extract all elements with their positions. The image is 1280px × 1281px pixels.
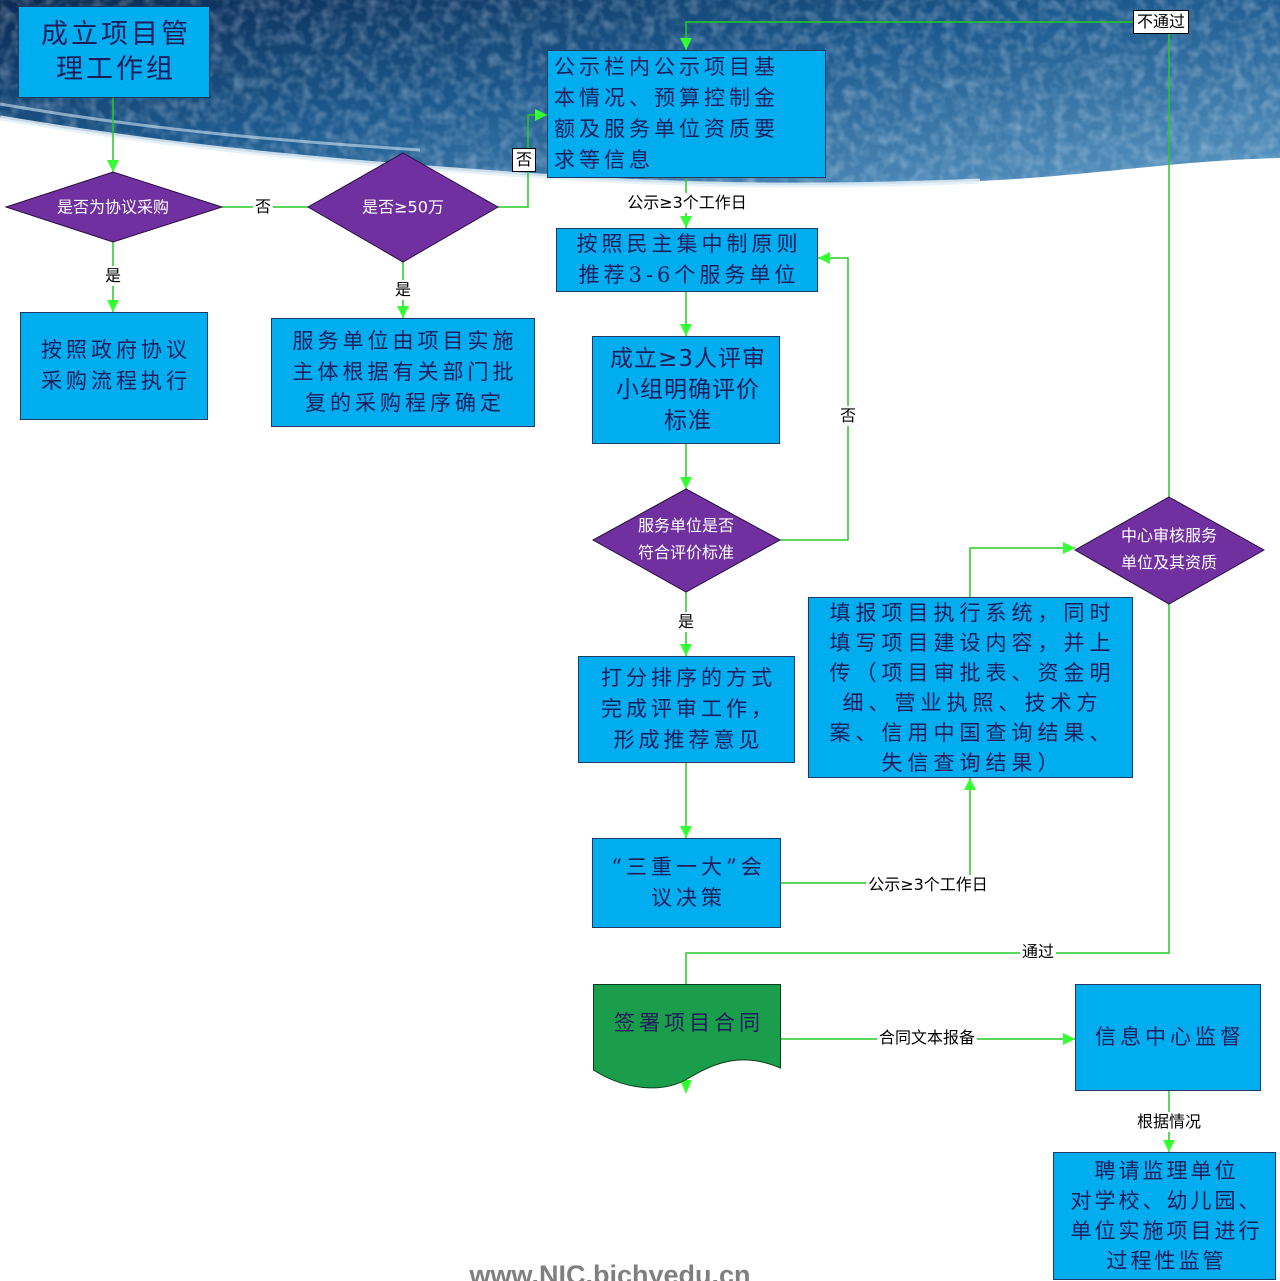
node-line: 案、信用中国查询结果、 [829,720,1116,745]
process-entity-procurement: 服务单位由项目实施 主体根据有关部门批 复的采购程序确定 [271,318,535,427]
node-line: 聘请监理单位 [1094,1159,1239,1183]
edge-label-notice-period: 公示≥3个工作日 [625,193,749,213]
node-line: 服务单位由项目实施 [292,329,518,353]
watermark-text: www.NIC.bjchyedu.cn [469,1260,751,1281]
node-line: 细、营业执照、技术方 [842,690,1103,715]
process-scoring-review: 打分排序的方式 完成评审工作， 形成推荐意见 [578,656,795,763]
node-line: 是否≥50万 [362,197,444,217]
edge-label-agreement-yes: 是 [102,266,124,286]
decision-meets-criteria [591,488,782,593]
edge-label-criteria-yes: 是 [675,612,697,632]
node-line: 传（项目审批表、资金明 [829,660,1116,685]
node-line: 议决策 [651,886,726,910]
contract-bottom-arrowhead [680,1080,692,1094]
decision-label-meets-criteria: 服务单位是否 符合评价标准 [638,512,734,566]
node-line: 信息中心监督 [1095,1025,1245,1049]
edge-label-rejected: 不通过 [1132,10,1190,34]
node-line: 小组明确评价 [616,376,760,403]
node-line: 是否为协议采购 [56,197,170,217]
node-line: 单位实施项目进行 [1070,1219,1263,1243]
edge-label-agreement-no: 否 [252,197,274,217]
node-line: 填写项目建设内容，并上 [829,630,1116,655]
edge-label-contract-filing: 合同文本报备 [876,1028,978,1048]
edge-review-rejected-to-notice [680,21,1170,497]
decision-label-center-review: 中心审核服务 单位及其资质 [1121,522,1217,576]
node-line: 本情况、预算控制金 [554,86,779,110]
process-agreement-procurement: 按照政府协议 采购流程执行 [20,312,208,420]
decision-is-agreement [4,171,224,243]
edge-label-over-50w-yes: 是 [392,280,414,300]
node-line: 理工作组 [56,54,176,85]
process-review-panel: 成立≥3人评审 小组明确评价 标准 [592,336,780,444]
node-line: 对学校、幼儿园、 [1070,1189,1263,1213]
node-line: 主体根据有关部门批 [292,360,518,384]
node-line: 求等信息 [554,148,654,172]
edge-label-over-50w-no: 否 [511,148,537,172]
process-hire-supervisor: 聘请监理单位 对学校、幼儿园、 单位实施项目进行 过程性监管 [1053,1152,1276,1280]
process-public-notice: 公示栏内公示项目基 本情况、预算控制金 额及服务单位资质要 求等信息 [547,50,826,178]
decision-over-50w [306,152,500,263]
edge-label-criteria-no: 否 [837,406,859,426]
process-recommend-units: 按照民主集中制原则 推荐3-6个服务单位 [556,228,818,292]
process-fill-execution-system: 填报项目执行系统，同时 填写项目建设内容，并上 传（项目审批表、资金明 细、营业… [808,597,1133,778]
edge-fill-system-to-center-review [969,542,1075,597]
process-info-center-supervision: 信息中心监督 [1075,984,1261,1091]
edge-label-notice-period: 公示≥3个工作日 [866,875,990,895]
node-line: 成立≥3人评审 [610,345,766,372]
node-line: 过程性监管 [1106,1249,1227,1273]
node-line: 推荐3-6个服务单位 [578,263,800,287]
node-line: 中心审核服务 [1120,526,1218,545]
edge-label-as-needed: 根据情况 [1134,1112,1204,1132]
node-line: 符合评价标准 [637,543,735,562]
decision-label-over-50w: 是否≥50万 [362,194,444,221]
node-line: 标准 [664,407,712,434]
watermark: www.NIC.bjchyedu.cn [430,1258,790,1281]
node-line: 打分排序的方式 [601,666,776,690]
node-line: 复的采购程序确定 [305,391,505,415]
node-line: 采购流程执行 [41,369,191,393]
node-line: 额及服务单位资质要 [554,117,779,141]
node-line: 服务单位是否 [637,516,735,535]
node-line: 填报项目执行系统，同时 [829,600,1116,625]
edge-meeting-to-fill-system [781,778,976,884]
process-meeting-decision: “三重一大”会 议决策 [592,838,781,928]
node-line: 公示栏内公示项目基 [554,55,779,79]
node-line: “三重一大”会 [611,855,766,879]
node-line: 单位及其资质 [1120,553,1218,572]
document-sign-contract: 签署项目合同 [593,984,781,1095]
decision-label-is-agreement: 是否为协议采购 [57,194,169,221]
document-shape [593,984,781,1089]
edge-review-approved-to-contract [685,604,1170,984]
node-line: 失信查询结果） [881,750,1064,775]
process-form-project-group: 成立项目管 理工作组 [18,6,210,98]
edge-criteria-no-loop [780,252,849,541]
node-line: 按照民主集中制原则 [576,232,802,256]
node-line: 形成推荐意见 [613,728,764,752]
node-line: 成立项目管 [41,19,191,50]
document-label: 签署项目合同 [614,1011,764,1035]
node-line: 按照政府协议 [41,338,191,362]
edge-label-approved: 通过 [1019,942,1057,962]
node-line: 完成评审工作， [601,697,776,721]
decision-center-review [1073,496,1266,605]
